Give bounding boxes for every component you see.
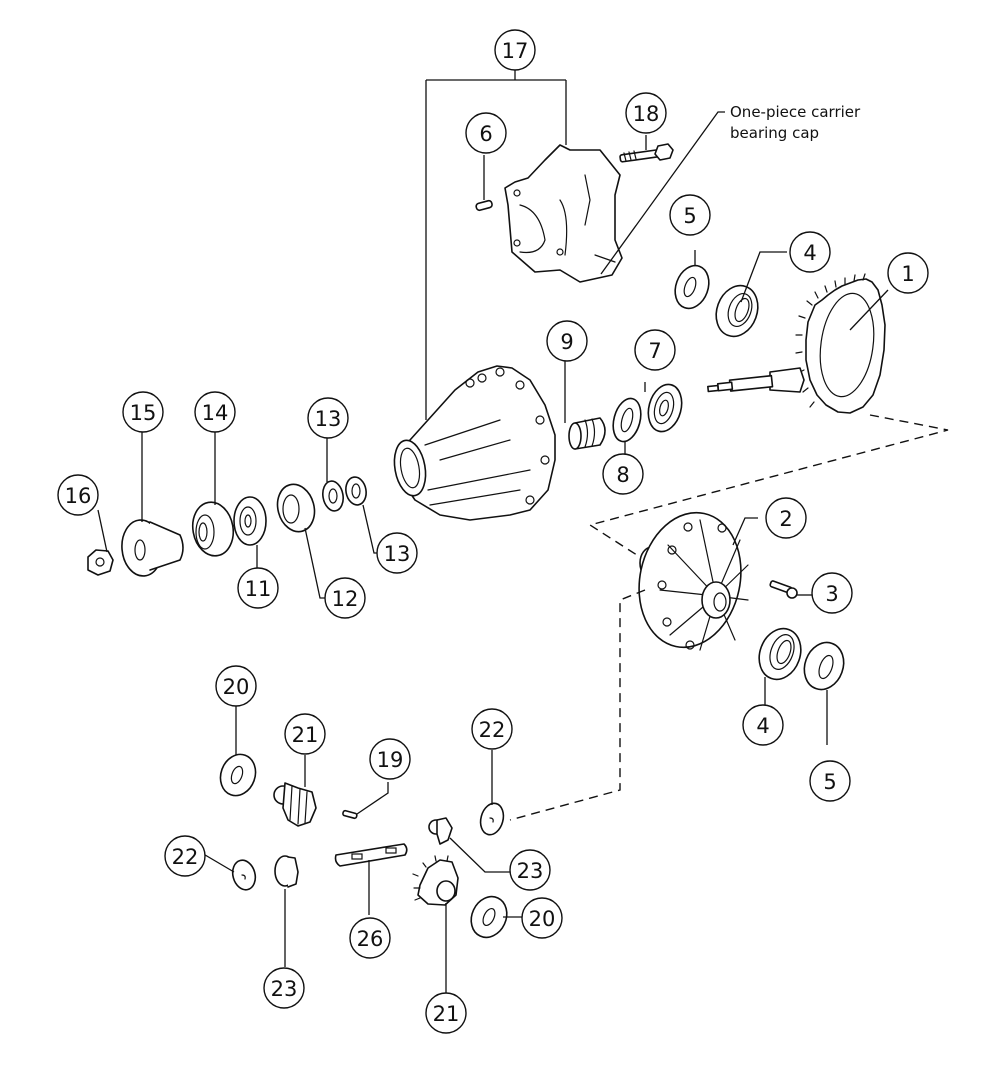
callout-label: 18 — [633, 102, 660, 126]
callout-23-left: 23 — [263, 967, 305, 1009]
shim-part-upper — [674, 264, 710, 310]
alignment-dashed-line-upper — [588, 414, 949, 558]
callout-21-upper: 21 — [284, 713, 326, 755]
shim-parts — [322, 476, 367, 512]
callout-label: 5 — [683, 204, 696, 228]
callout-6: 6 — [465, 112, 507, 154]
callout-20-upper: 20 — [215, 665, 257, 707]
callout-label: 9 — [560, 330, 573, 354]
callout-label: 20 — [223, 675, 250, 699]
thrust-washer-part-lower — [470, 895, 508, 939]
lock-pin-part — [475, 199, 493, 212]
callout-label: 21 — [292, 723, 319, 747]
annotation-line-2: bearing cap — [730, 124, 819, 142]
pinion-thrust-washer-part-left — [231, 859, 257, 891]
callout-label: 3 — [825, 582, 838, 606]
companion-flange-part — [121, 519, 184, 577]
callout-22-left: 22 — [164, 835, 206, 877]
bolt-part — [619, 143, 674, 163]
callout-14: 14 — [194, 391, 236, 433]
callout-21-lower: 21 — [425, 992, 467, 1034]
callout-label: 7 — [648, 339, 661, 363]
callout-label: 5 — [823, 770, 836, 794]
callout-4-lower: 4 — [742, 704, 784, 746]
ring-gear-bolt-part — [769, 580, 798, 599]
callout-label: 8 — [616, 463, 629, 487]
callout-label: 19 — [377, 748, 404, 772]
carrier-housing-part — [393, 365, 556, 521]
differential-case-part — [638, 511, 749, 651]
callout-label: 4 — [803, 241, 816, 265]
callout-18: 18 — [625, 92, 667, 134]
callout-9: 9 — [546, 320, 588, 362]
callout-11: 11 — [237, 567, 279, 609]
callout-1: 1 — [887, 252, 929, 294]
callout-label: 20 — [529, 907, 556, 931]
bearing-part-upper — [715, 284, 759, 338]
front-bearing-part — [276, 483, 316, 533]
callout-12: 12 — [324, 577, 366, 619]
dust-deflector-part — [191, 501, 235, 557]
callout-2: 2 — [765, 497, 807, 539]
flange-nut-part — [87, 549, 114, 576]
callout-label: 26 — [357, 927, 384, 951]
bearing-cap-part — [504, 144, 623, 283]
alignment-dashed-line-lower — [509, 589, 646, 821]
callout-label: 13 — [384, 542, 411, 566]
oil-seal-part — [233, 496, 267, 546]
callout-label: 4 — [756, 714, 769, 738]
callout-label: 11 — [245, 577, 272, 601]
bearing-cap-annotation: One-piece carrier bearing cap — [730, 103, 861, 142]
callout-label: 1 — [901, 262, 914, 286]
callout-label: 2 — [779, 507, 792, 531]
callout-16: 16 — [57, 474, 99, 516]
pinion-gear-part-right — [428, 817, 453, 845]
annotation-line-1: One-piece carrier — [730, 103, 861, 121]
callout-5-upper: 5 — [669, 194, 711, 236]
callout-label: 13 — [315, 407, 342, 431]
spacer-part — [568, 417, 606, 450]
callout-23-right: 23 — [509, 849, 551, 891]
callout-8: 8 — [602, 453, 644, 495]
callout-7: 7 — [634, 329, 676, 371]
callout-5-lower: 5 — [809, 760, 851, 802]
callout-3: 3 — [811, 572, 853, 614]
callout-label: 12 — [332, 587, 359, 611]
pinion-shaft-part — [334, 843, 408, 867]
callout-17: 17 — [494, 29, 536, 71]
callout-label: 15 — [130, 401, 157, 425]
callout-22-right: 22 — [471, 708, 513, 750]
callout-15: 15 — [122, 391, 164, 433]
callout-label: 23 — [271, 977, 298, 1001]
callout-20-lower: 20 — [521, 897, 563, 939]
callout-4-upper: 4 — [789, 231, 831, 273]
callout-label: 6 — [479, 122, 492, 146]
pinion-gear-part-left — [274, 855, 299, 888]
callout-13-upper: 13 — [307, 397, 349, 439]
callout-label: 23 — [517, 859, 544, 883]
side-gear-part-lower — [412, 855, 459, 906]
washer-part — [612, 397, 642, 443]
callout-label: 21 — [433, 1002, 460, 1026]
pin-part — [342, 809, 358, 820]
side-gear-part-upper — [273, 782, 317, 827]
ring-gear-part — [707, 273, 886, 414]
callout-label: 22 — [479, 718, 506, 742]
shim-part-lower — [803, 641, 845, 691]
pinion-bearing-part — [647, 383, 683, 433]
thrust-washer-part-upper — [219, 753, 257, 797]
callout-label: 16 — [65, 484, 92, 508]
callout-13-lower: 13 — [376, 532, 418, 574]
assembly-bracket-17 — [425, 70, 567, 420]
callout-label: 14 — [202, 401, 229, 425]
callout-26: 26 — [349, 917, 391, 959]
callout-19: 19 — [369, 738, 411, 780]
side-bearing-part-lower — [758, 627, 802, 681]
pinion-thrust-washer-part-right — [479, 802, 505, 836]
callout-label: 17 — [502, 39, 529, 63]
callout-label: 22 — [172, 845, 199, 869]
